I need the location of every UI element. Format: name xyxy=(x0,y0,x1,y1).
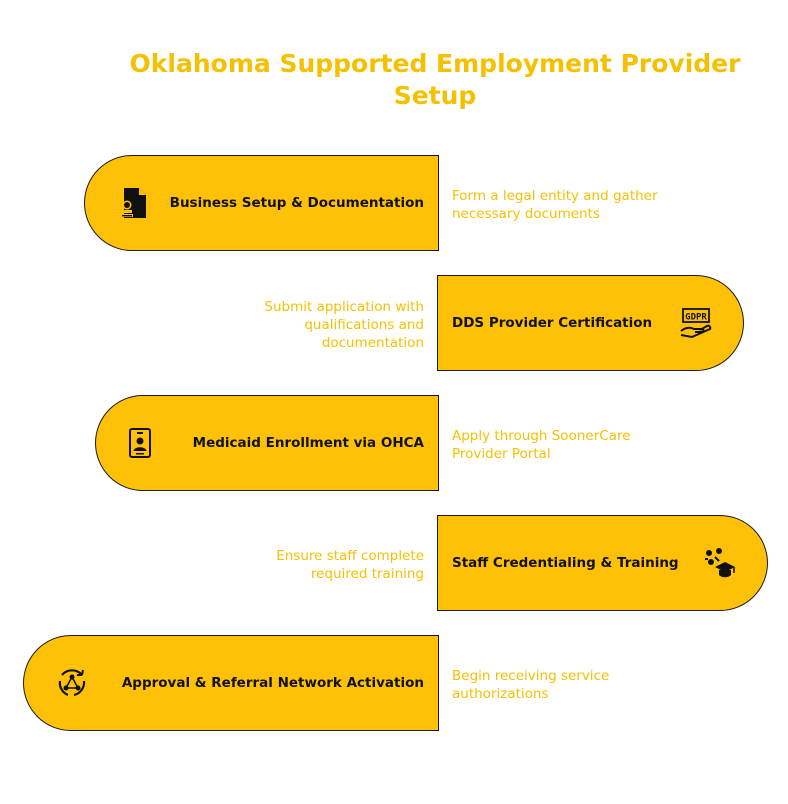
step-label: Medicaid Enrollment via OHCA xyxy=(192,435,424,451)
certificate-document-icon xyxy=(115,185,151,221)
step-description: Apply through SoonerCare Provider Portal xyxy=(452,428,631,462)
step-description: Begin receiving service authorizations xyxy=(452,668,610,702)
step-dds-certification: DDS Provider Certification GDPR xyxy=(437,275,744,371)
step-description: Submit application with qualifications a… xyxy=(264,299,424,351)
step-medicaid-enrollment: Medicaid Enrollment via OHCA xyxy=(95,395,439,491)
id-badge-icon xyxy=(122,425,158,461)
step-label: Business Setup & Documentation xyxy=(169,195,424,211)
diagram-title: Oklahoma Supported Employment Provider S… xyxy=(129,49,741,110)
step-business-setup: Business Setup & Documentation xyxy=(84,155,439,251)
svg-text:GDPR: GDPR xyxy=(685,313,707,323)
step-description: Ensure staff complete required training xyxy=(276,548,424,582)
network-cycle-icon xyxy=(54,665,90,701)
step-approval-referral: Approval & Referral Network Activation xyxy=(23,635,439,731)
step-staff-credentialing: Staff Credentialing & Training xyxy=(437,515,768,611)
step-label: DDS Provider Certification xyxy=(452,315,653,331)
step-label: Staff Credentialing & Training xyxy=(452,555,679,571)
gdpr-hand-icon: GDPR xyxy=(678,305,714,341)
step-label: Approval & Referral Network Activation xyxy=(121,675,424,691)
graduation-group-icon xyxy=(701,545,737,581)
step-description: Form a legal entity and gather necessary… xyxy=(452,188,658,222)
